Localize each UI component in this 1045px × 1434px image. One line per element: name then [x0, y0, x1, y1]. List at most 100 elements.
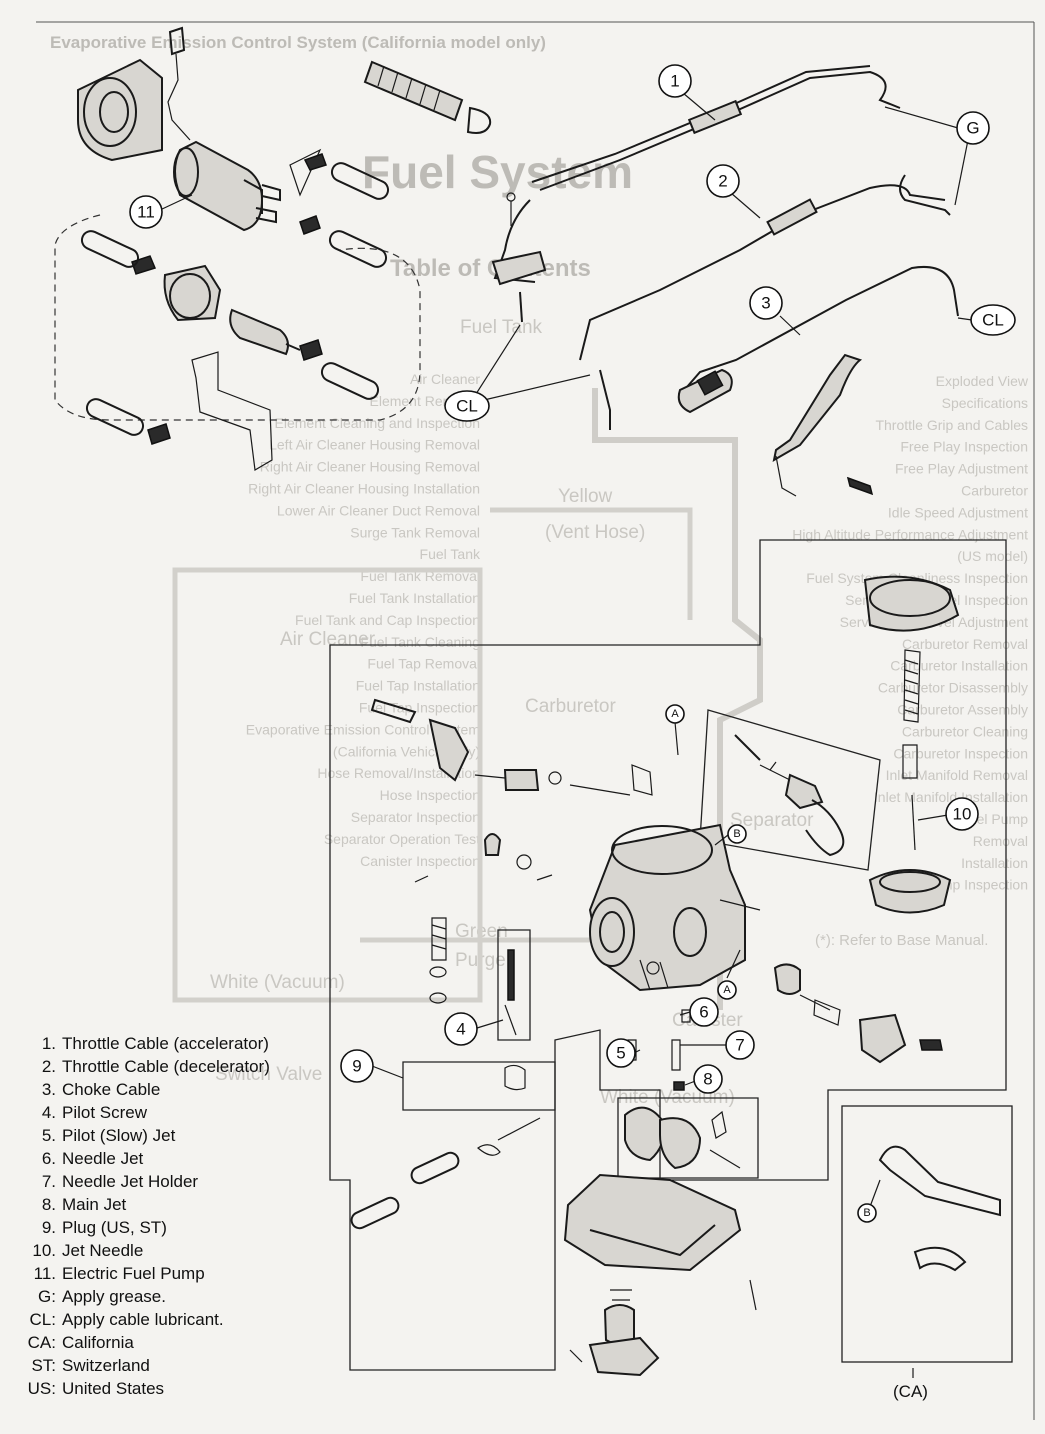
callout-a-lower: A: [717, 980, 737, 1000]
legend-key: 9.: [41, 1218, 56, 1237]
legend-text: Apply cable lubricant.: [62, 1310, 224, 1329]
bleed-toc-left-entry-14: Fuel Tap Installation: [356, 678, 480, 694]
legend-key: ST:: [31, 1356, 56, 1375]
legend-item: G:Apply grease.: [22, 1285, 270, 1308]
svg-text:11: 11: [137, 203, 155, 222]
legend-text: Throttle Cable (decelerator): [62, 1057, 270, 1076]
bleed-toc-right-entry-22: Installation: [961, 855, 1028, 871]
legend-key: 7.: [41, 1172, 56, 1191]
legend-key: 6.: [41, 1149, 56, 1168]
legend-key: 2.: [41, 1057, 56, 1076]
bleed-toc-right-entry-16: Carburetor Cleaning: [902, 723, 1028, 739]
bleed-toc-left-entry-3: Left Air Cleaner Housing Removal: [269, 437, 480, 453]
legend-key: CA:: [27, 1333, 56, 1352]
bleed-chapter-title: Fuel System: [362, 146, 633, 198]
bleed-section-title: Evaporative Emission Control System (Cal…: [50, 33, 546, 52]
legend-item: 2. Throttle Cable (decelerator): [22, 1055, 270, 1078]
legend-item: 10.Jet Needle: [22, 1239, 270, 1262]
bleed-word-yellow: Yellow: [558, 486, 613, 507]
bleed-word-separator: Separator: [730, 810, 814, 831]
legend-text: Pilot Screw: [62, 1103, 148, 1122]
legend-text: Apply grease.: [62, 1287, 166, 1306]
bleed-footnote: (*): Refer to Base Manual.: [815, 932, 988, 949]
bleed-toc-heading: Table of Contents: [390, 255, 591, 282]
legend-item: 4.Pilot Screw: [22, 1101, 270, 1124]
callout-a-upper: A: [665, 704, 685, 724]
bleed-toc-right-entry-5: Carburetor: [961, 483, 1028, 499]
legend-item: 3.Choke Cable: [22, 1078, 270, 1101]
callout-g: G: [956, 111, 990, 145]
legend-text: Pilot (Slow) Jet: [62, 1126, 176, 1145]
svg-text:8: 8: [703, 1070, 712, 1089]
callout-7: 7: [725, 1030, 755, 1060]
bleed-toc-right-entry-15: Carburetor Assembly: [897, 702, 1028, 718]
california-variant-label: (CA): [893, 1382, 928, 1401]
legend-key: 8.: [41, 1195, 56, 1214]
bleed-toc-left-entry-7: Surge Tank Removal: [350, 524, 480, 540]
bleed-toc-right-entry-7: High Altitude Performance Adjustment: [792, 526, 1028, 542]
bleed-toc-right-entry-4: Free Play Adjustment: [895, 461, 1028, 477]
legend-key: 10.: [32, 1241, 56, 1260]
bleed-toc-right-entry-3: Free Play Inspection: [900, 439, 1028, 455]
bleed-toc-left-entry-21: Separator Operation Test: [324, 831, 480, 847]
legend-key: 1.: [41, 1034, 56, 1053]
legend-item: ST:Switzerland: [22, 1354, 270, 1377]
bleed-toc-left-entry-13: Fuel Tap Removal: [367, 656, 480, 672]
legend-text: Needle Jet: [62, 1149, 144, 1168]
svg-text:B: B: [733, 828, 740, 840]
bleed-toc-left-entry-22: Canister Inspection: [360, 853, 480, 869]
svg-text:3: 3: [761, 294, 770, 313]
bleed-toc-right-entry-8: (US model): [957, 548, 1028, 564]
legend-item: 11. Electric Fuel Pump: [22, 1262, 270, 1285]
bleed-toc-right-entry-18: Inlet Manifold Removal: [886, 767, 1028, 783]
legend-key: CL:: [29, 1310, 56, 1329]
callout-10: 10: [945, 797, 979, 831]
legend-key: 5.: [41, 1126, 56, 1145]
callout-b-ca: B: [857, 1203, 877, 1223]
callout-11: 11: [129, 195, 163, 229]
legend-item: 6. Needle Jet: [22, 1147, 270, 1170]
bleed-toc-left-entry-20: Separator Inspection: [351, 809, 480, 825]
callout-labels: 1 2 3 4 5 6 7 8 9 10 11 G CL CL A A B B: [129, 64, 1016, 1223]
bleed-toc-right-entry-13: Carburetor Installation: [890, 658, 1028, 674]
bleed-toc-right-entry-21: Removal: [973, 833, 1028, 849]
callout-2: 2: [706, 164, 740, 198]
legend-text: United States: [62, 1379, 165, 1398]
callout-4: 4: [444, 1012, 478, 1046]
leader-lines: [159, 92, 973, 1378]
legend-key: 11.: [33, 1264, 56, 1283]
legend-key: US:: [27, 1379, 56, 1398]
bleed-toc-right-entry-2: Throttle Grip and Cables: [875, 417, 1028, 433]
legend-key: 3.: [41, 1080, 56, 1099]
bleed-toc-left-entry-18: Hose Removal/Installation: [317, 765, 480, 781]
bleed-toc-left-entry-16: Evaporative Emission Control System: [246, 721, 480, 737]
legend-item: 1. Throttle Cable (accelerator): [22, 1032, 270, 1055]
callout-5: 5: [606, 1038, 636, 1068]
bleed-toc-right-entry-1: Specifications: [942, 395, 1028, 411]
bleed-toc-left-entry-4: Right Air Cleaner Housing Removal: [260, 459, 480, 475]
bleed-word-switch-valve: Switch Valve: [215, 1064, 322, 1085]
svg-text:CL: CL: [982, 311, 1004, 330]
callout-cl-top: CL: [970, 304, 1016, 336]
callout-6: 6: [689, 997, 719, 1027]
bleed-toc-right-entry-0: Exploded View: [936, 373, 1029, 389]
svg-text:4: 4: [456, 1020, 465, 1039]
bleed-toc-left-entry-19: Hose Inspection: [380, 787, 480, 803]
legend-text: Electric Fuel Pump: [62, 1264, 205, 1283]
legend-text: Throttle Cable (accelerator): [62, 1034, 269, 1053]
callout-8: 8: [693, 1064, 723, 1094]
electric-fuel-pump-group: [54, 26, 492, 471]
bleed-toc-left-entry-5: Right Air Cleaner Housing Installation: [248, 481, 480, 497]
svg-text:7: 7: [735, 1036, 744, 1055]
parts-legend: 1. Throttle Cable (accelerator) 2. Throttle…: [22, 1032, 270, 1400]
legend-item: 5. Pilot (Slow) Jet: [22, 1124, 270, 1147]
bleed-toc-left-entry-2: Element Cleaning and Inspection: [275, 415, 480, 431]
carburetor-body: [350, 575, 1001, 1377]
bleed-word-air-cleaner: Air Cleaner: [280, 629, 376, 650]
bleed-toc-left-entry-8: Fuel Tank: [420, 546, 481, 562]
svg-text:2: 2: [718, 172, 727, 191]
svg-text:10: 10: [953, 805, 972, 824]
